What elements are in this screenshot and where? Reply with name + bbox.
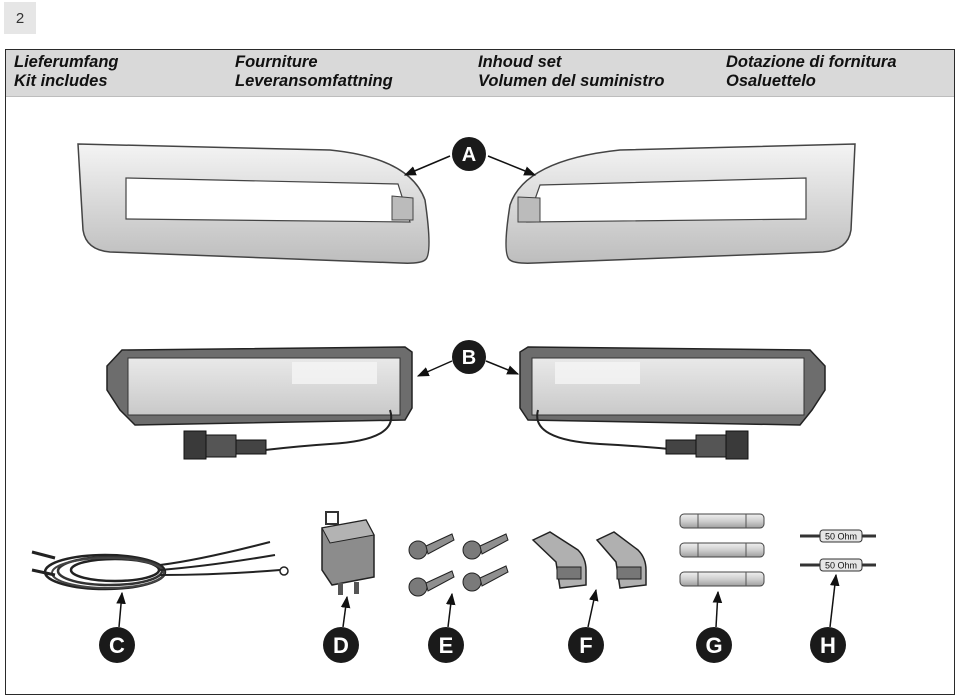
- header-de: Lieferumfang: [14, 53, 119, 71]
- lamp-right: [519, 346, 826, 460]
- kit-contents-panel: Lieferumfang Kit includes Fourniture Lev…: [5, 49, 955, 695]
- svg-text:C: C: [109, 633, 125, 658]
- svg-text:G: G: [705, 633, 722, 658]
- header-sv: Leveransomfattning: [235, 72, 393, 90]
- svg-text:B: B: [462, 347, 476, 369]
- svg-text:D: D: [333, 633, 349, 658]
- label-c: C: [99, 627, 135, 663]
- label-a: A: [452, 137, 486, 171]
- label-b: B: [452, 340, 486, 374]
- resistors: 50 Ohm 50 Ohm: [800, 529, 876, 572]
- label-g: G: [696, 627, 732, 663]
- resistor-label-2: 50 Ohm: [825, 561, 857, 571]
- label-f: F: [568, 627, 604, 663]
- header-bar: Lieferumfang Kit includes Fourniture Lev…: [6, 50, 954, 97]
- header-col-3: Inhoud set Volumen del suministro: [478, 53, 664, 91]
- fuses: [679, 513, 765, 587]
- header-col-4: Dotazione di fornitura Osaluettelo: [726, 53, 897, 91]
- header-fi: Osaluettelo: [726, 72, 816, 90]
- svg-text:H: H: [820, 633, 836, 658]
- label-h: H: [810, 627, 846, 663]
- cable-harness: [31, 541, 289, 591]
- screws: [408, 533, 509, 597]
- header-it: Dotazione di fornitura: [726, 53, 897, 71]
- label-e: E: [428, 627, 464, 663]
- header-col-2: Fourniture Leveransomfattning: [235, 53, 393, 91]
- bezel-right: [505, 143, 856, 264]
- relay: [321, 511, 375, 595]
- page-number: 2: [4, 2, 36, 34]
- brackets: [531, 531, 647, 589]
- svg-text:E: E: [439, 633, 454, 658]
- header-nl: Inhoud set: [478, 53, 562, 71]
- header-fr: Fourniture: [235, 53, 318, 71]
- header-es: Volumen del suministro: [478, 72, 665, 90]
- svg-text:A: A: [462, 144, 476, 166]
- header-col-1: Lieferumfang Kit includes: [14, 53, 119, 91]
- header-en: Kit includes: [14, 72, 108, 90]
- svg-text:F: F: [579, 633, 592, 658]
- resistor-label-1: 50 Ohm: [825, 532, 857, 542]
- label-d: D: [323, 627, 359, 663]
- lamp-left: [106, 346, 413, 460]
- bezel-left: [77, 143, 430, 264]
